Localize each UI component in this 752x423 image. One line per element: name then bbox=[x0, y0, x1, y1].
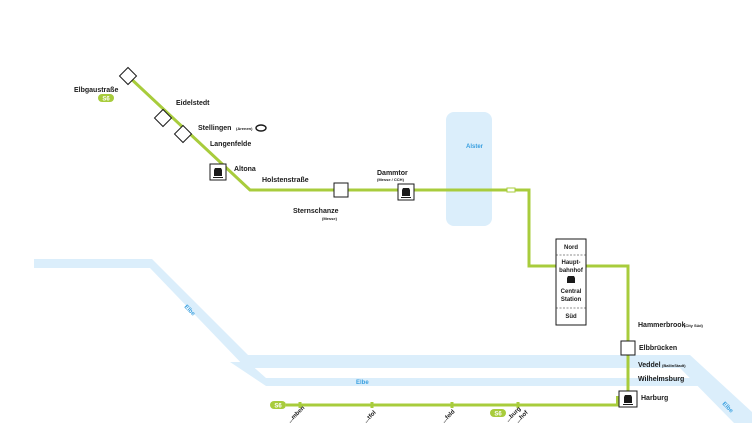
s6-badge-top bbox=[98, 94, 114, 102]
label-hbf-central-1: Central bbox=[561, 289, 582, 295]
label-langenfelde: Langenfelde bbox=[210, 141, 251, 148]
label-dammtor: Dammtor bbox=[377, 170, 408, 177]
label-stellingen: Stellingen bbox=[198, 125, 231, 132]
label-elbgaustrasse: Elbgaustraße bbox=[74, 87, 118, 94]
label-elbbruecken: Elbbrücken bbox=[639, 345, 677, 352]
label-hbf-central-2: Station bbox=[561, 297, 582, 303]
station-altona[interactable] bbox=[209, 163, 227, 181]
label-lower-stop-2: ...tfol bbox=[363, 410, 378, 423]
station-sternschanze[interactable] bbox=[333, 182, 349, 198]
label-eidelstedt: Eidelstedt bbox=[176, 100, 210, 107]
label-hbf-sued: Süd bbox=[565, 314, 577, 320]
label-hammerbrook-note: (City Süd) bbox=[684, 323, 704, 328]
label-altona: Altona bbox=[234, 166, 256, 173]
station-hauptbahnhof[interactable] bbox=[555, 238, 587, 326]
label-veddel-note: (BallinStadt) bbox=[662, 363, 686, 368]
label-hbf-name-1: Haupt- bbox=[562, 260, 581, 266]
label-wilhelmsburg: Wilhelmsburg bbox=[638, 376, 684, 383]
s6-line-main bbox=[126, 74, 630, 400]
label-hbf-name-2: bahnhof bbox=[559, 268, 584, 274]
label-lower-stop-3: ...feld bbox=[441, 409, 457, 423]
regional-train-icon bbox=[213, 168, 223, 178]
label-sternschanze: Sternschanze bbox=[293, 208, 339, 215]
dammtor-junction-marker bbox=[506, 187, 516, 193]
label-lower-stop-1: ...mben bbox=[287, 405, 306, 423]
regional-train-icon bbox=[401, 188, 411, 198]
label-hbf-nord: Nord bbox=[564, 245, 578, 251]
s6-badge-top-label: S6 bbox=[102, 97, 110, 103]
s6-badge-bottom-mid-label: S6 bbox=[494, 412, 502, 418]
station-elbgaustrasse[interactable] bbox=[118, 66, 138, 86]
s6-badge-bottom-left-label: S6 bbox=[274, 404, 282, 410]
alster-label: Alster bbox=[466, 144, 484, 150]
label-hammerbrook: Hammerbrook bbox=[638, 322, 686, 329]
alster-lake bbox=[446, 112, 492, 226]
label-sternschanze-note: (Messe) bbox=[322, 216, 338, 221]
station-dammtor[interactable] bbox=[397, 183, 415, 201]
elbe-label-main: Elbe bbox=[356, 380, 369, 386]
label-veddel: Veddel bbox=[638, 362, 661, 369]
label-harburg: Harburg bbox=[641, 395, 668, 402]
station-stellingen[interactable] bbox=[173, 124, 193, 144]
regional-train-icon bbox=[567, 276, 575, 283]
label-holstenstrasse: Holstenstraße bbox=[262, 177, 309, 184]
regional-train-icon bbox=[623, 395, 633, 405]
elbe-river-lower bbox=[230, 362, 698, 386]
station-harburg[interactable] bbox=[618, 390, 638, 408]
s6-badge-bottom-left bbox=[270, 401, 286, 409]
label-dammtor-note: (Messe / CCH) bbox=[377, 177, 405, 182]
stadium-icon bbox=[255, 124, 267, 132]
label-stellingen-note: (Arenen) bbox=[236, 126, 253, 131]
station-eidelstedt[interactable] bbox=[153, 108, 173, 128]
s6-badge-bottom-mid bbox=[490, 409, 506, 417]
station-elbbruecken[interactable] bbox=[620, 340, 636, 356]
